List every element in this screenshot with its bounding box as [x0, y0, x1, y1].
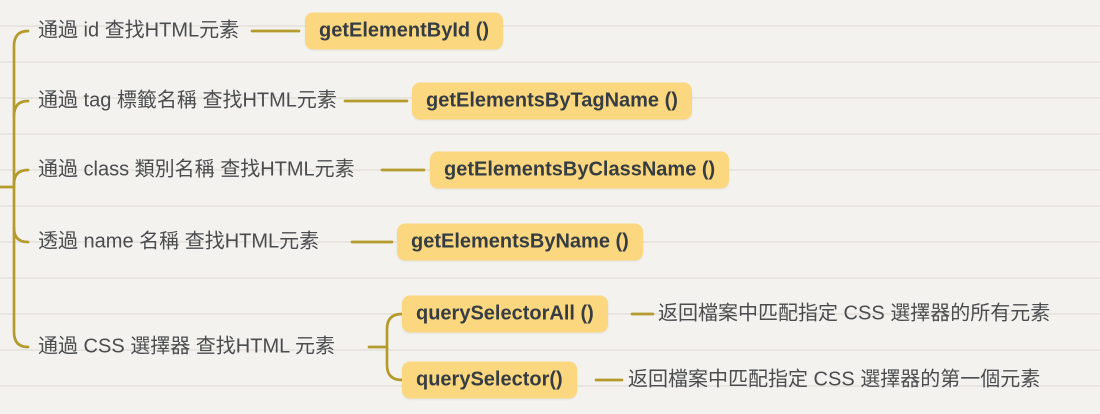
branch-tap-by-tag: [12, 99, 30, 118]
description-query-selector-all[interactable]: 返回檔案中匹配指定 CSS 選擇器的所有元素: [658, 302, 1051, 325]
description-query-selector[interactable]: 返回檔案中匹配指定 CSS 選擇器的第一個元素: [628, 368, 1041, 391]
method-node-query-selector-all[interactable]: querySelectorAll (): [402, 295, 608, 333]
method-node-get-elements-by-class-name[interactable]: getElementsByClassName (): [430, 151, 730, 189]
method-node-get-elements-by-tag-name[interactable]: getElementsByTagName (): [412, 82, 692, 120]
branch-label-by-name[interactable]: 透過 name 名稱 查找HTML元素: [38, 230, 320, 253]
branch-label-by-css-selector[interactable]: 通過 CSS 選擇器 查找HTML 元素: [38, 335, 336, 358]
css-fork-bracket: [385, 312, 404, 382]
branch-label-by-class[interactable]: 通過 class 類別名稱 查找HTML元素: [38, 158, 355, 181]
method-node-get-element-by-id[interactable]: getElementById (): [305, 12, 504, 50]
branch-label-by-id[interactable]: 通過 id 查找HTML元素: [38, 19, 240, 42]
branch-tap-by-class: [12, 168, 30, 186]
method-node-get-elements-by-name[interactable]: getElementsByName (): [397, 223, 643, 261]
method-node-query-selector[interactable]: querySelector(): [402, 361, 577, 399]
branch-label-by-tag[interactable]: 通過 tag 標籤名稱 查找HTML元素: [38, 89, 337, 112]
trunk-connector: [12, 29, 30, 349]
branch-tap-by-name: [12, 226, 30, 244]
